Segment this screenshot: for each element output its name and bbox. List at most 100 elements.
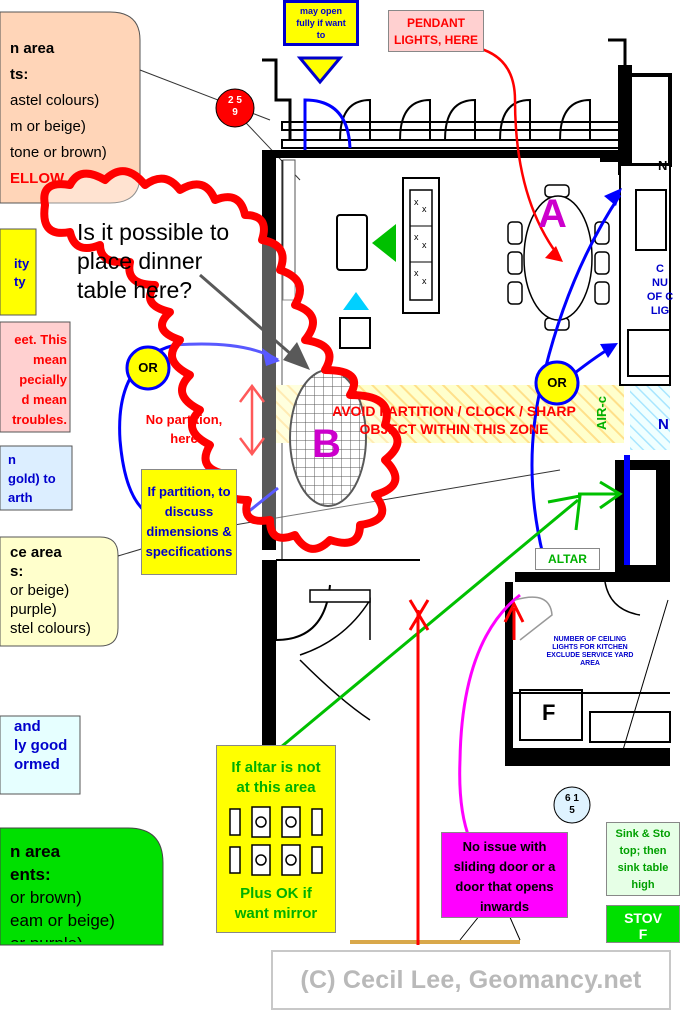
pink-note: eet. This mean pecially d mean troubles. <box>6 330 70 430</box>
ceiling-line-1: NUMBER OF CEILING <box>553 636 627 643</box>
svg-text:x: x <box>422 204 427 214</box>
ceiling-lights-note: NUMBER OF CEILING LIGHTS FOR KITCHEN EXC… <box>530 636 650 668</box>
cloud-line-1: Is it possible to <box>77 219 230 245</box>
plus-ok-line-2: want mirror <box>234 905 318 922</box>
green-line-2: ents: <box>10 865 51 884</box>
cloud-line-3: table here? <box>77 277 193 303</box>
sliding-door-note: No issue with sliding door or a door tha… <box>441 832 568 918</box>
green-line-4: eam or beige) <box>10 911 115 930</box>
sink-line-2: top; then <box>619 845 667 857</box>
right-cut-line-1: C <box>656 263 664 275</box>
or-circle-left <box>125 345 171 391</box>
label-f: F <box>542 700 556 725</box>
altar-label: ALTAR <box>535 548 600 570</box>
altar-table-icon <box>229 806 323 876</box>
no-partition-note: No partition, here <box>130 410 238 448</box>
label-b: B <box>312 422 341 466</box>
svg-text:x: x <box>414 268 419 278</box>
green-triangle <box>372 224 396 262</box>
sliding-line-4: inwards <box>479 899 530 914</box>
stove-line-2: F <box>638 926 648 942</box>
air-con-label: AIR-c <box>594 396 609 430</box>
pink-line-1: eet. This <box>14 332 67 347</box>
yellow-line-1: ity <box>14 256 30 271</box>
peach-line-2: ts: <box>10 66 29 83</box>
sink-line-1: Sink & Sto <box>615 828 671 840</box>
if-partition-line-3: dimensions & <box>146 524 232 539</box>
cloud-question: Is it possible to place dinner table her… <box>77 218 277 305</box>
green-note: n area ents: or brown) eam or beige) or … <box>10 840 160 942</box>
cream-note: ce area s: or beige) purple) stel colour… <box>10 543 118 638</box>
plus-ok-line-1: Plus OK if <box>240 885 312 902</box>
peach-line-6: ELLOW <box>10 170 65 187</box>
cream-note-bg <box>0 536 119 647</box>
if-partition-line-4: specifications <box>145 544 233 559</box>
avoid-line-2: OBJECT WITHIN THIS ZONE <box>359 421 549 437</box>
yellow-note-bg <box>0 228 37 316</box>
cyan-triangle <box>343 292 369 310</box>
cloud-line-2: place dinner <box>77 248 203 274</box>
blue-circle-text: 6 1 5 <box>557 793 587 817</box>
svg-text:x: x <box>422 240 427 250</box>
avoid-zone-text: AVOID PARTITION / CLOCK / SHARP OBJECT W… <box>295 402 613 438</box>
avoid-line-1: AVOID PARTITION / CLOCK / SHARP <box>332 403 576 419</box>
cyan-line-3: ormed <box>14 756 60 773</box>
pendant-note: PENDANT LIGHTS, HERE <box>388 10 484 52</box>
red-circle-text: 2 5 9 <box>220 95 250 119</box>
copyright-box: (C) Cecil Lee, Geomancy.net <box>271 950 671 1010</box>
sink-line-4: high <box>631 879 655 891</box>
or-circle-right <box>534 360 580 406</box>
door-note: may open fully if want to <box>283 0 359 46</box>
or-label-right: OR <box>547 375 567 390</box>
svg-text:x: x <box>414 197 419 207</box>
door-note-line-2: fully if want <box>296 18 346 28</box>
or-label-left: OR <box>138 360 158 375</box>
sliding-line-1: No issue with <box>462 839 547 854</box>
cream-line-3: or beige) <box>10 582 70 599</box>
coffee-table <box>336 214 368 271</box>
cream-line-1: ce area <box>10 544 62 561</box>
blue-number-circle <box>553 786 591 824</box>
yellow-note: ity ty <box>14 255 38 291</box>
cyan-line-2: ly good <box>14 737 68 754</box>
ceiling-line-3: EXCLUDE SERVICE YARD <box>546 652 634 659</box>
cream-line-2: s: <box>10 563 24 580</box>
door-note-line-3: to <box>316 30 326 40</box>
pink-line-5: troubles. <box>12 412 67 427</box>
green-line-5: or purple) <box>10 932 160 942</box>
if-partition-note: If partition, to discuss dimensions & sp… <box>141 469 237 575</box>
svg-text:x: x <box>414 232 419 242</box>
blue-circle-line-1: 6 1 <box>565 793 579 804</box>
blue-note-bg <box>0 445 73 511</box>
peach-line-3: astel colours) <box>10 92 100 109</box>
pink-line-4: d mean <box>21 392 67 407</box>
pendant-line-2: LIGHTS, HERE <box>393 33 478 47</box>
blue-line-2: gold) to <box>8 471 56 486</box>
green-note-bg <box>0 827 164 946</box>
right-cut-note: C NU OF C LIG <box>640 262 680 318</box>
right-cut-line-3: OF C <box>646 291 674 303</box>
svg-text:x: x <box>422 276 427 286</box>
peach-line-5: tone or brown) <box>10 144 107 161</box>
blue-line-3: arth <box>8 490 33 505</box>
stove-line-1: STOV <box>624 910 662 926</box>
door-note-line-1: may open <box>299 6 342 16</box>
green-line-3: or brown) <box>10 888 82 907</box>
cyan-note-bg <box>0 715 81 795</box>
if-altar-note: If altar is not at this area Plus OK if … <box>216 745 336 933</box>
pink-line-3: pecially <box>19 372 67 387</box>
sliding-line-3: door that opens <box>455 879 554 894</box>
if-partition-line-1: If partition, to <box>147 484 231 499</box>
label-a: A <box>538 192 567 236</box>
red-circle-line-2: 9 <box>232 107 238 118</box>
blue-note: n gold) to arth <box>8 450 70 507</box>
right-cut-line-4: LIG <box>650 305 670 317</box>
peach-line-1: n area <box>10 40 55 57</box>
green-line-1: n area <box>10 842 61 861</box>
cream-line-5: stel colours) <box>10 620 91 637</box>
right-edge-n: N <box>658 416 669 433</box>
if-altar-line-2: at this area <box>236 779 316 796</box>
pink-note-bg <box>0 321 71 433</box>
pendant-line-1: PENDANT <box>406 16 465 30</box>
